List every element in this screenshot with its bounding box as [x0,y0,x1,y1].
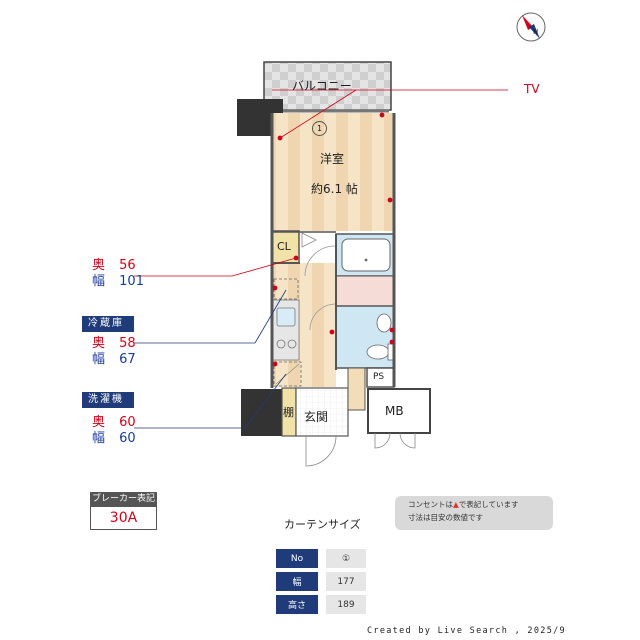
pipe-space-label: PS [373,372,385,382]
room-name: 洋室 [320,152,345,166]
curtain-value: 177 [326,572,366,591]
entrance-label: 玄関 [304,410,329,424]
table-row: 幅 177 [276,572,366,591]
washer-depth: 奥 60 [92,415,136,430]
closet-depth: 奥 56 [92,258,136,273]
tv-label: TV [524,82,540,96]
note-line-1: コンセントは▲で表記しています [408,500,519,509]
table-row: 高さ 189 [276,595,366,614]
washbasin-icon [376,313,392,333]
column [241,389,283,436]
meter-box-label: MB [385,404,404,418]
curtain-value: 189 [326,595,366,614]
washer-space [273,361,302,387]
tv-leader-line [279,89,357,139]
curtain-header: 幅 [276,572,318,591]
curtain-header: No [276,549,318,568]
closet-label: CL [277,240,291,253]
washer-width: 幅 60 [92,431,136,446]
stove-icon [287,339,297,349]
washer-leader-line [244,373,287,429]
note-line-2: 寸法は目安の数値です [408,513,483,522]
credit-text: Created by Live Search , 2025/9 [367,626,566,636]
stove-icon [276,339,286,349]
note-box: コンセントは▲で表記しています 寸法は目安の数値です [395,496,553,530]
curtain-title: カーテンサイズ [284,518,361,531]
curtain-table: No ① 幅 177 高さ 189 [276,545,366,618]
entrance-step [347,367,366,411]
fridge-leader-line [254,289,287,344]
svg-text:N: N [533,28,538,36]
compass-icon: N [516,12,546,42]
balcony-label: バルコニー [292,79,352,93]
washer-title: 洗濯機 [82,392,134,408]
curtain-value: ① [326,549,366,568]
closet-width: 幅 101 [92,274,144,289]
western-room-floor [272,113,394,231]
room-size: 約6.1 帖 [311,182,358,196]
shelf-label: 棚 [283,406,294,419]
breaker-title: ブレーカー表記 [90,492,157,506]
fridge-width: 幅 67 [92,352,136,367]
curtain-marker-icon: 1 [312,121,327,136]
table-row: No ① [276,549,366,568]
breaker-value: 30A [90,506,157,530]
closet-leader-line [231,257,297,277]
bathtub-icon [341,238,391,272]
changing-room [335,275,395,307]
toilet-icon [366,344,390,360]
outlet-icon: ▲ [453,500,459,509]
fridge-depth: 奥 58 [92,336,136,351]
curtain-header: 高さ [276,595,318,614]
balcony-area [263,61,392,111]
curtain-marker-number: 1 [316,124,323,133]
meter-box [367,388,431,434]
sink-icon [276,307,296,327]
entrance-area [295,387,349,437]
fridge-title: 冷蔵庫 [82,316,134,332]
